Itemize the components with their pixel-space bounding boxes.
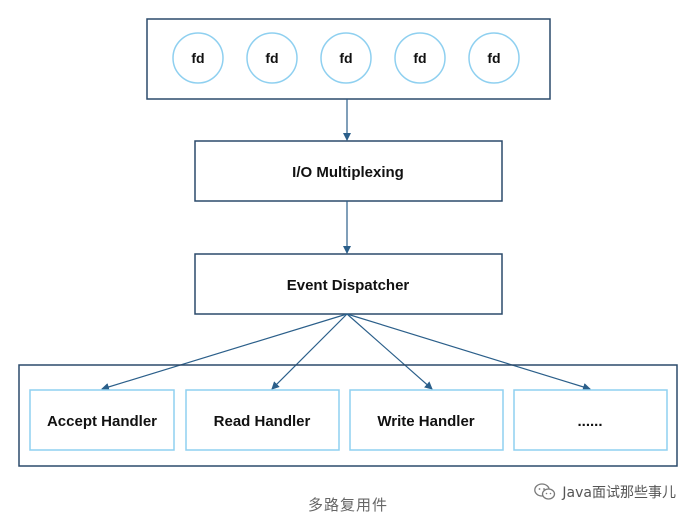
arrow-to-read-handler bbox=[271, 313, 348, 390]
dispatcher-label: Event Dispatcher bbox=[287, 277, 410, 294]
handler-box bbox=[185, 389, 340, 451]
accept-handler: Accept Handler bbox=[29, 389, 175, 451]
fd-item-3: fd bbox=[320, 32, 372, 84]
wechat-icon bbox=[534, 483, 556, 500]
fd-circle bbox=[394, 32, 446, 84]
handler-label: ...... bbox=[577, 413, 602, 430]
fd-circle bbox=[468, 32, 520, 84]
fd-circle bbox=[172, 32, 224, 84]
dispatcher-box bbox=[194, 253, 503, 315]
fd-label: fd bbox=[191, 50, 204, 66]
handler-container bbox=[18, 364, 678, 467]
handler-box bbox=[513, 389, 668, 451]
fd-label: fd bbox=[413, 50, 426, 66]
figure-caption: 多路复用件 bbox=[307, 496, 388, 514]
handler-box bbox=[29, 389, 175, 451]
write-handler: Write Handler bbox=[349, 389, 504, 451]
arrow-to-more-handlers bbox=[346, 313, 591, 391]
fd-item-5: fd bbox=[468, 32, 520, 84]
watermark-text: Java面试那些事儿 bbox=[562, 485, 676, 501]
fd-item-1: fd bbox=[172, 32, 224, 84]
watermark: Java面试那些事儿 bbox=[534, 482, 676, 502]
handler-label: Accept Handler bbox=[47, 413, 157, 430]
multiplexing-box bbox=[194, 140, 503, 202]
multiplexing-label: I/O Multiplexing bbox=[292, 164, 404, 181]
arrow-to-accept-handler bbox=[101, 313, 348, 391]
fd-circle bbox=[320, 32, 372, 84]
fd-label: fd bbox=[265, 50, 278, 66]
more-handlers: ...... bbox=[513, 389, 668, 451]
arrow-to-write-handler bbox=[346, 313, 433, 390]
fd-item-2: fd bbox=[246, 32, 298, 84]
handler-label: Read Handler bbox=[214, 413, 311, 430]
fd-label: fd bbox=[339, 50, 352, 66]
read-handler: Read Handler bbox=[185, 389, 340, 451]
handler-label: Write Handler bbox=[377, 413, 474, 430]
fd-label: fd bbox=[487, 50, 500, 66]
fd-item-4: fd bbox=[394, 32, 446, 84]
fd-circle bbox=[246, 32, 298, 84]
handler-box bbox=[349, 389, 504, 451]
